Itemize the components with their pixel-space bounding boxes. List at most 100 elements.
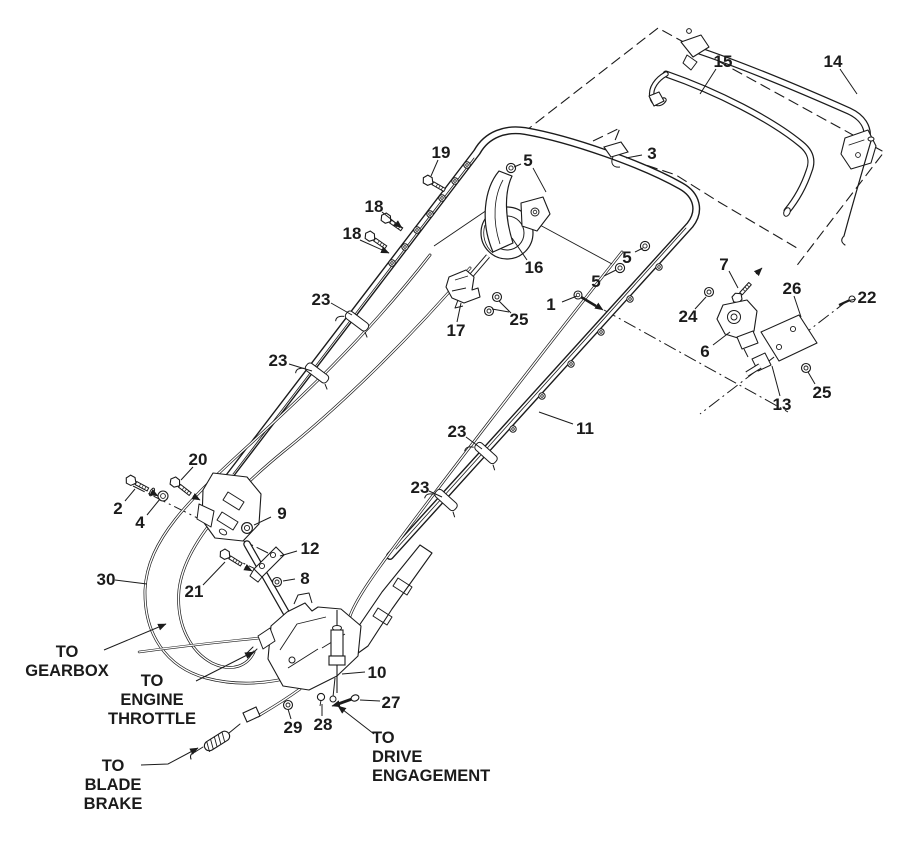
bolt-1 [573, 290, 604, 311]
callout-14: 14 [824, 52, 858, 95]
callout-7: 7 [719, 255, 739, 289]
callout-number: 15 [714, 52, 733, 71]
to-gearbox-line: GEARBOX [25, 662, 108, 680]
drive-cable-end-fitting [329, 695, 337, 703]
small-parts-group [505, 141, 651, 311]
callout-5: 5 [513, 151, 533, 170]
bolt-2 [123, 473, 151, 494]
anchor-plate-13 [760, 314, 818, 362]
nut-4 [157, 490, 169, 502]
callout-number: 2 [113, 499, 122, 518]
callout-number: 27 [382, 693, 401, 712]
callout-17: 17 [447, 302, 466, 340]
callout-18: 18 [343, 224, 390, 254]
callout-8: 8 [282, 569, 310, 588]
nut-25-b [483, 305, 495, 317]
to-engine-throttle-line: THROTTLE [108, 710, 196, 728]
callout-5: 5 [622, 247, 644, 267]
height-adjust-rod [843, 140, 872, 237]
callout-number: 17 [447, 321, 466, 340]
handle-loop-tube [224, 126, 701, 560]
callout-12: 12 [279, 539, 319, 558]
lever-blade [484, 170, 514, 253]
bolt-18-b [362, 229, 389, 252]
handle-loop-group [224, 126, 701, 634]
callout-layer: 1234555678910111213141516171818192021222… [97, 52, 877, 737]
callout-1: 1 [546, 295, 578, 314]
callout-number: 1 [546, 295, 555, 314]
callout-number: 6 [700, 342, 709, 361]
bushing-5-a [505, 162, 517, 174]
upper-handlebar-group [648, 28, 877, 246]
callout-number: 5 [523, 151, 532, 170]
nut-9 [241, 522, 253, 534]
callout-number: 20 [189, 450, 208, 469]
to-engine-throttle-line: TO [141, 672, 164, 690]
to-drive-engagement-line: DRIVE [372, 748, 422, 766]
callout-23: 23 [312, 290, 353, 316]
callout-16: 16 [511, 237, 544, 277]
callout-number: 11 [576, 419, 594, 438]
callout-number: 26 [783, 279, 802, 298]
bolt-20 [167, 474, 194, 499]
callout-11: 11 [538, 411, 594, 438]
callout-number: 23 [411, 478, 430, 497]
callout-number: 13 [773, 395, 792, 414]
callout-number: 3 [647, 144, 656, 163]
to-blade-brake-line: BLADE [85, 776, 142, 794]
callout-6: 6 [700, 331, 731, 361]
callout-number: 23 [312, 290, 331, 309]
callout-22: 22 [846, 288, 877, 307]
phantom-outline [522, 27, 885, 269]
to-engine-throttle-line: ENGINE [120, 691, 183, 709]
callout-28: 28 [314, 704, 333, 734]
callout-number: 7 [719, 255, 728, 274]
cables-group [137, 250, 624, 760]
callout-19: 19 [430, 143, 451, 177]
interlock-flag-3 [603, 141, 629, 158]
callout-10: 10 [341, 663, 386, 682]
callout-25: 25 [807, 371, 832, 402]
bolt-27 [331, 694, 360, 708]
callout-25: 25 [498, 300, 528, 329]
callout-5: 5 [591, 269, 617, 291]
callout-30: 30 [97, 570, 148, 589]
callout-number: 4 [135, 513, 145, 532]
nut-25-right [800, 362, 812, 374]
callout-number: 16 [525, 258, 544, 277]
callout-number: 22 [858, 288, 877, 307]
nut-25-a [491, 291, 503, 303]
callout-number: 5 [622, 248, 631, 267]
callout-number: 19 [432, 143, 451, 162]
callout-number: 8 [300, 569, 309, 588]
callout-number: 29 [284, 718, 303, 737]
bolt-19 [420, 173, 448, 195]
handlebar-14-left-clamp [680, 34, 710, 58]
ref-label-layer: TOGEARBOXTOENGINETHROTTLETOBLADEBRAKETOD… [25, 623, 490, 813]
callout-23: 23 [448, 422, 483, 450]
callout-21: 21 [185, 561, 226, 601]
callout-27: 27 [359, 693, 401, 712]
callout-4: 4 [135, 498, 161, 532]
cable-sleeve [242, 706, 261, 723]
handlebar-14-right-bracket [840, 129, 877, 170]
callout-number: 28 [314, 715, 333, 734]
deck-plate [267, 602, 362, 691]
callout-13: 13 [771, 365, 792, 414]
callout-number: 25 [813, 383, 832, 402]
callout-number: 21 [185, 582, 204, 601]
callout-number: 23 [448, 422, 467, 441]
callout-26: 26 [783, 279, 802, 318]
to-blade-brake-line: TO [102, 757, 125, 775]
callout-2: 2 [113, 488, 136, 518]
callout-20: 20 [180, 450, 208, 481]
bail-clip [648, 91, 665, 107]
cable-clamp-17 [445, 269, 481, 304]
adjuster-group [282, 610, 360, 711]
